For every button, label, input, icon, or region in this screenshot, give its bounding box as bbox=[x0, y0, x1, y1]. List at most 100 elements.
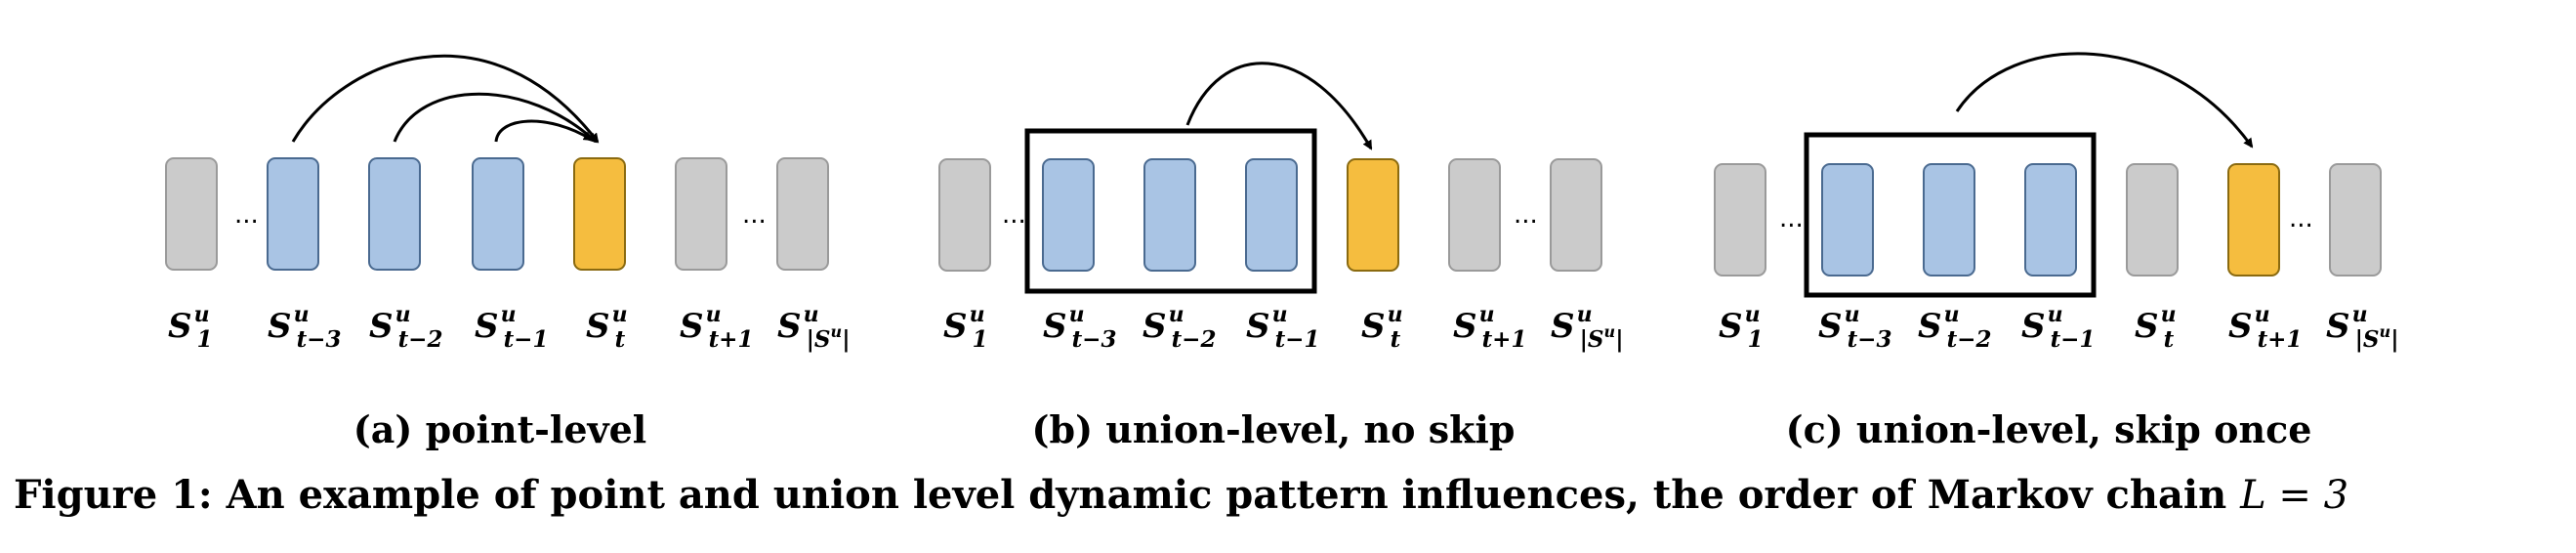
svg-text:Su1: Su1 bbox=[168, 302, 213, 353]
arrow-st1-to-st bbox=[494, 119, 594, 143]
item-st2-box bbox=[1923, 163, 1975, 276]
item-st2-box bbox=[368, 157, 421, 271]
caption-b: (b) union-level, no skip bbox=[1032, 407, 1516, 451]
svg-text:Sut−2: Sut−2 bbox=[1143, 302, 1216, 353]
item-st-box bbox=[573, 157, 626, 271]
label-superscript: u bbox=[1169, 302, 1184, 327]
item-s1-box bbox=[165, 157, 218, 271]
label-superscript: u bbox=[1745, 302, 1761, 327]
label-slast: Su|Su| bbox=[2326, 302, 2399, 353]
label-subscript: t bbox=[1391, 326, 1401, 353]
label-superscript: u bbox=[294, 302, 310, 327]
label-main-letter: S bbox=[1453, 307, 1477, 346]
arrow-union-to-stp1 bbox=[1955, 52, 2254, 149]
label-main-letter: S bbox=[1143, 307, 1167, 346]
label-main-letter: S bbox=[777, 307, 802, 346]
label-subscript: |S bbox=[2355, 326, 2380, 353]
ellipsis-left: ... bbox=[1002, 200, 1026, 230]
label-superscript: u bbox=[2048, 302, 2063, 327]
label-subscript-superscript: u bbox=[2380, 322, 2391, 341]
label-main-letter: S bbox=[1719, 307, 1743, 346]
item-st-box bbox=[1347, 158, 1399, 272]
label-subscript-superscript: u bbox=[831, 322, 843, 341]
label-subscript-superscript: u bbox=[1604, 322, 1616, 341]
item-s1-box bbox=[938, 158, 991, 272]
arrow-union-to-st bbox=[1185, 62, 1373, 150]
label-superscript: u bbox=[2352, 302, 2368, 327]
label-subscript: t bbox=[2164, 326, 2175, 353]
svg-text:Su|Su|: Su|Su| bbox=[1551, 302, 1624, 353]
item-st1-box bbox=[2024, 163, 2077, 276]
label-subscript: t−1 bbox=[1275, 326, 1320, 353]
svg-text:Sut−3: Sut−3 bbox=[268, 302, 341, 353]
item-st3-box bbox=[1042, 158, 1095, 272]
label-superscript: u bbox=[194, 302, 210, 327]
label-subscript: |S bbox=[1580, 326, 1604, 353]
label-superscript: u bbox=[2255, 302, 2270, 327]
label-subscript: 1 bbox=[1748, 326, 1764, 353]
svg-text:Su1: Su1 bbox=[1719, 302, 1764, 353]
label-main-letter: S bbox=[1918, 307, 1942, 346]
svg-text:Sut+1: Sut+1 bbox=[680, 302, 753, 353]
arrow-st3-to-st bbox=[291, 54, 600, 144]
label-main-letter: S bbox=[680, 307, 704, 346]
label-subscript: t+1 bbox=[1482, 326, 1527, 353]
label-subscript: t−2 bbox=[398, 326, 443, 353]
label-main-letter: S bbox=[1246, 307, 1270, 346]
label-subscript-end: | bbox=[2390, 326, 2398, 353]
svg-text:Sut−1: Sut−1 bbox=[1246, 302, 1319, 353]
union-frame bbox=[1024, 128, 1317, 294]
label-subscript: t bbox=[615, 326, 626, 353]
ellipsis-right: ... bbox=[1514, 200, 1538, 230]
label-main-letter: S bbox=[475, 307, 499, 346]
label-main-letter: S bbox=[2021, 307, 2046, 346]
label-superscript: u bbox=[612, 302, 628, 327]
label-superscript: u bbox=[1272, 302, 1288, 327]
union-frame bbox=[1804, 132, 2097, 298]
item-st1-box bbox=[1245, 158, 1298, 272]
svg-text:Sut: Sut bbox=[586, 302, 628, 353]
label-superscript: u bbox=[1577, 302, 1593, 327]
label-main-letter: S bbox=[943, 307, 968, 346]
item-slast-box bbox=[2329, 163, 2382, 276]
label-main-letter: S bbox=[1361, 307, 1386, 346]
label-main-letter: S bbox=[1043, 307, 1067, 346]
figure-caption: Figure 1: An example of point and union … bbox=[14, 472, 2348, 518]
item-st2-box bbox=[1143, 158, 1196, 272]
figure-caption-math: L = 3 bbox=[2239, 473, 2348, 518]
label-superscript: u bbox=[1069, 302, 1085, 327]
svg-text:Sut−1: Sut−1 bbox=[2021, 302, 2095, 353]
ellipsis-right: ... bbox=[742, 200, 767, 230]
label-slast: Su|Su| bbox=[1551, 302, 1624, 353]
label-superscript: u bbox=[1388, 302, 1403, 327]
svg-text:Sut−2: Sut−2 bbox=[369, 302, 442, 353]
label-main-letter: S bbox=[1818, 307, 1843, 346]
label-subscript: t−1 bbox=[2051, 326, 2096, 353]
svg-text:Sut−3: Sut−3 bbox=[1043, 302, 1116, 353]
svg-text:Su1: Su1 bbox=[943, 302, 988, 353]
figure-caption-text: Figure 1: An example of point and union … bbox=[14, 472, 2240, 518]
svg-text:Su|Su|: Su|Su| bbox=[2326, 302, 2399, 353]
label-superscript: u bbox=[1944, 302, 1960, 327]
label-superscript: u bbox=[1845, 302, 1860, 327]
item-stp1-box bbox=[675, 157, 727, 271]
label-superscript: u bbox=[501, 302, 517, 327]
